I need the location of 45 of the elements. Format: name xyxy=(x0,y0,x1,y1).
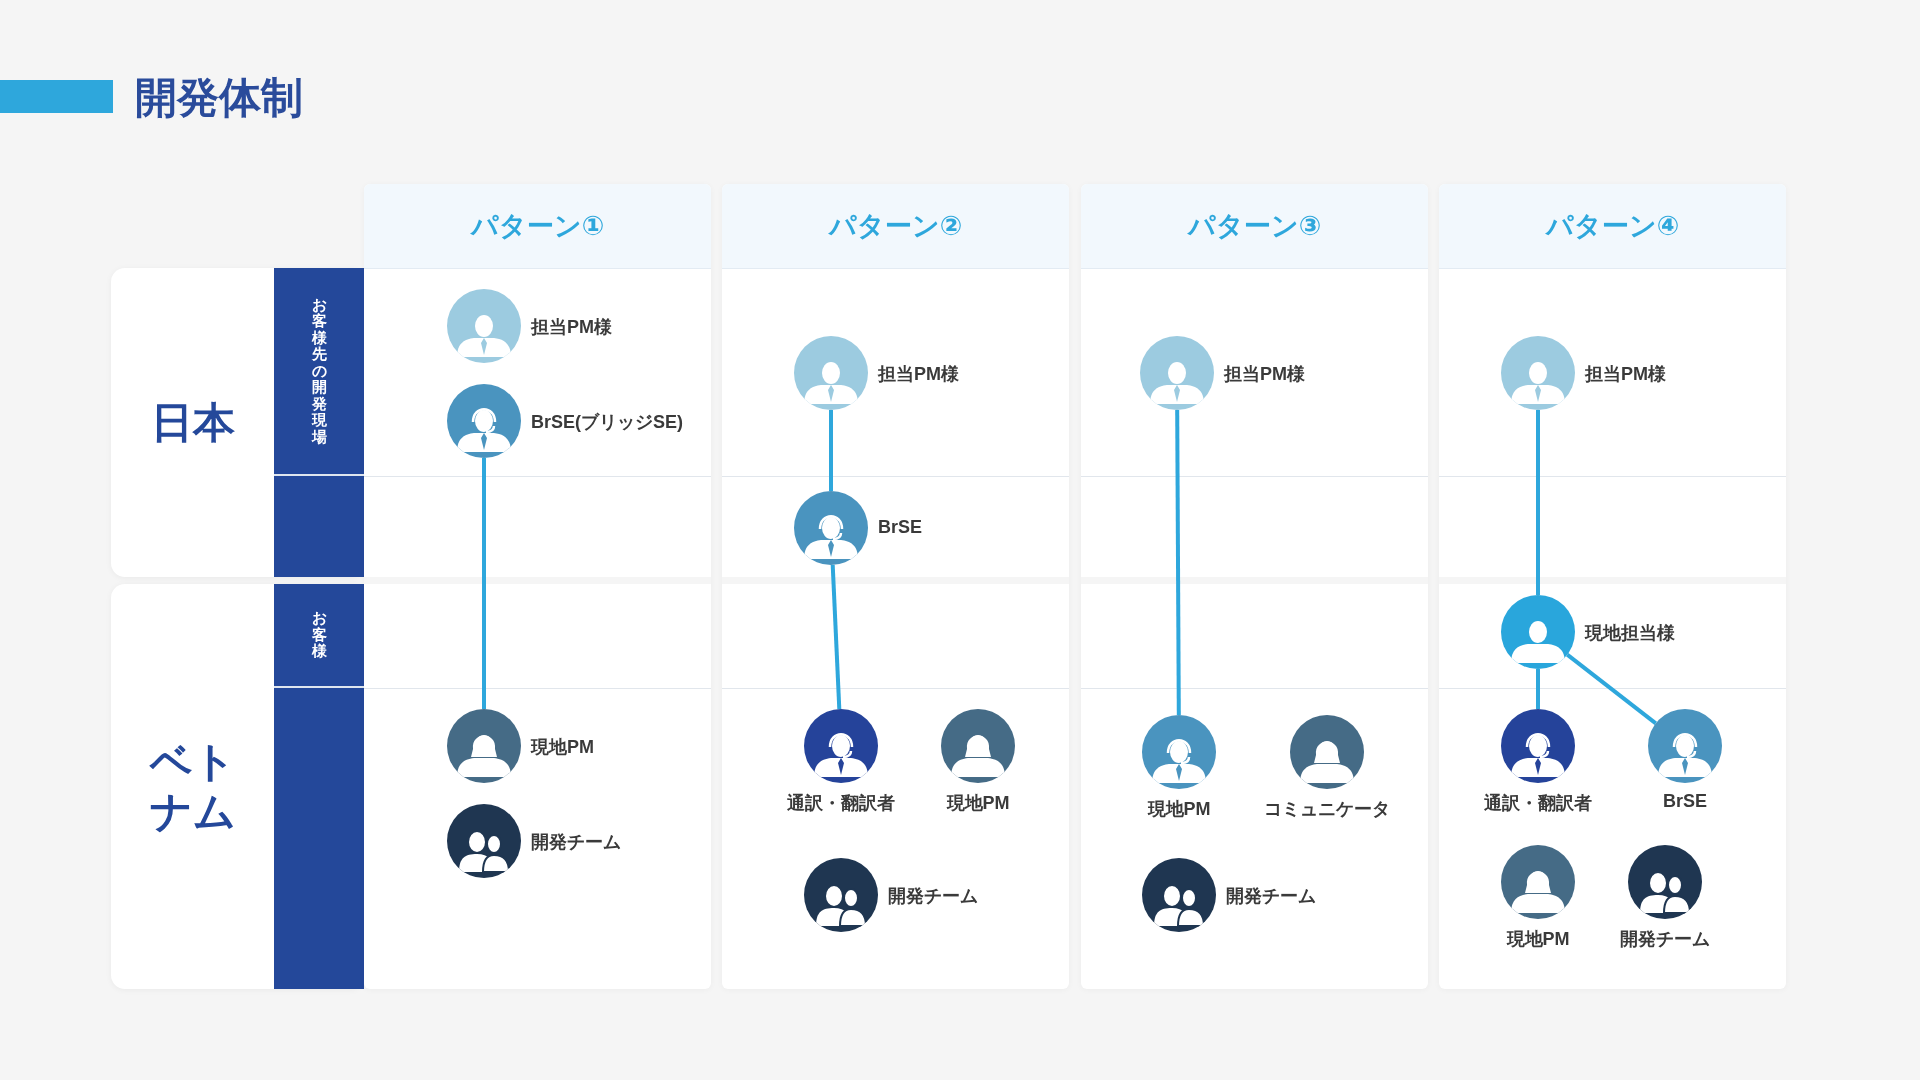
connector-line xyxy=(1536,669,1540,709)
side-band xyxy=(274,688,364,989)
role-label: 現地PM xyxy=(1147,798,1211,821)
role-label: 通訳・翻訳者 xyxy=(787,792,895,815)
connector-line xyxy=(482,458,486,709)
role-label: 現地担当様 xyxy=(1585,622,1675,645)
role-label: 担当PM様 xyxy=(878,363,959,386)
pattern-column xyxy=(722,184,1069,989)
role-label: BrSE xyxy=(1663,791,1707,812)
side-band xyxy=(274,584,364,688)
role-label: 担当PM様 xyxy=(1585,363,1666,386)
role-label: 開発チーム xyxy=(1226,885,1316,908)
pattern-heading: パターン③ xyxy=(1187,210,1322,243)
role-label: 現地PM xyxy=(946,792,1010,815)
role-label: 現地PM xyxy=(531,736,594,759)
role-label: 開発チーム xyxy=(1620,928,1710,951)
side-band xyxy=(274,476,364,577)
role-label: 開発チーム xyxy=(888,885,978,908)
pattern-heading: パターン② xyxy=(828,210,963,243)
connector-line xyxy=(829,410,833,491)
page-title: 開発体制 xyxy=(135,73,303,123)
role-label: 現地PM xyxy=(1506,928,1570,951)
region-label: ベトナム xyxy=(148,736,237,837)
region-label: 日本 xyxy=(149,397,236,448)
band-label: お客様 xyxy=(311,610,327,660)
region-panel xyxy=(111,584,364,989)
connector-line xyxy=(1175,410,1181,715)
side-band xyxy=(274,268,364,476)
role-label: 通訳・翻訳者 xyxy=(1484,792,1592,815)
band-label: お客様先の開発現場 xyxy=(311,296,327,446)
role-label: 担当PM様 xyxy=(1224,363,1305,386)
region-panel xyxy=(111,268,364,577)
role-label: BrSE(ブリッジSE) xyxy=(531,411,683,434)
pattern-column xyxy=(364,184,711,989)
pattern-heading: パターン④ xyxy=(1545,210,1680,243)
role-label: 開発チーム xyxy=(531,831,621,854)
role-label: コミュニケータ xyxy=(1264,798,1390,821)
pattern-heading: パターン① xyxy=(470,210,605,243)
connector-line xyxy=(1536,410,1540,595)
connector-line xyxy=(1566,653,1657,725)
pattern-column xyxy=(1081,184,1428,989)
connector-line xyxy=(830,564,842,710)
role-label: BrSE xyxy=(878,517,922,538)
pattern-column xyxy=(1439,184,1786,989)
role-label: 担当PM様 xyxy=(531,316,612,339)
